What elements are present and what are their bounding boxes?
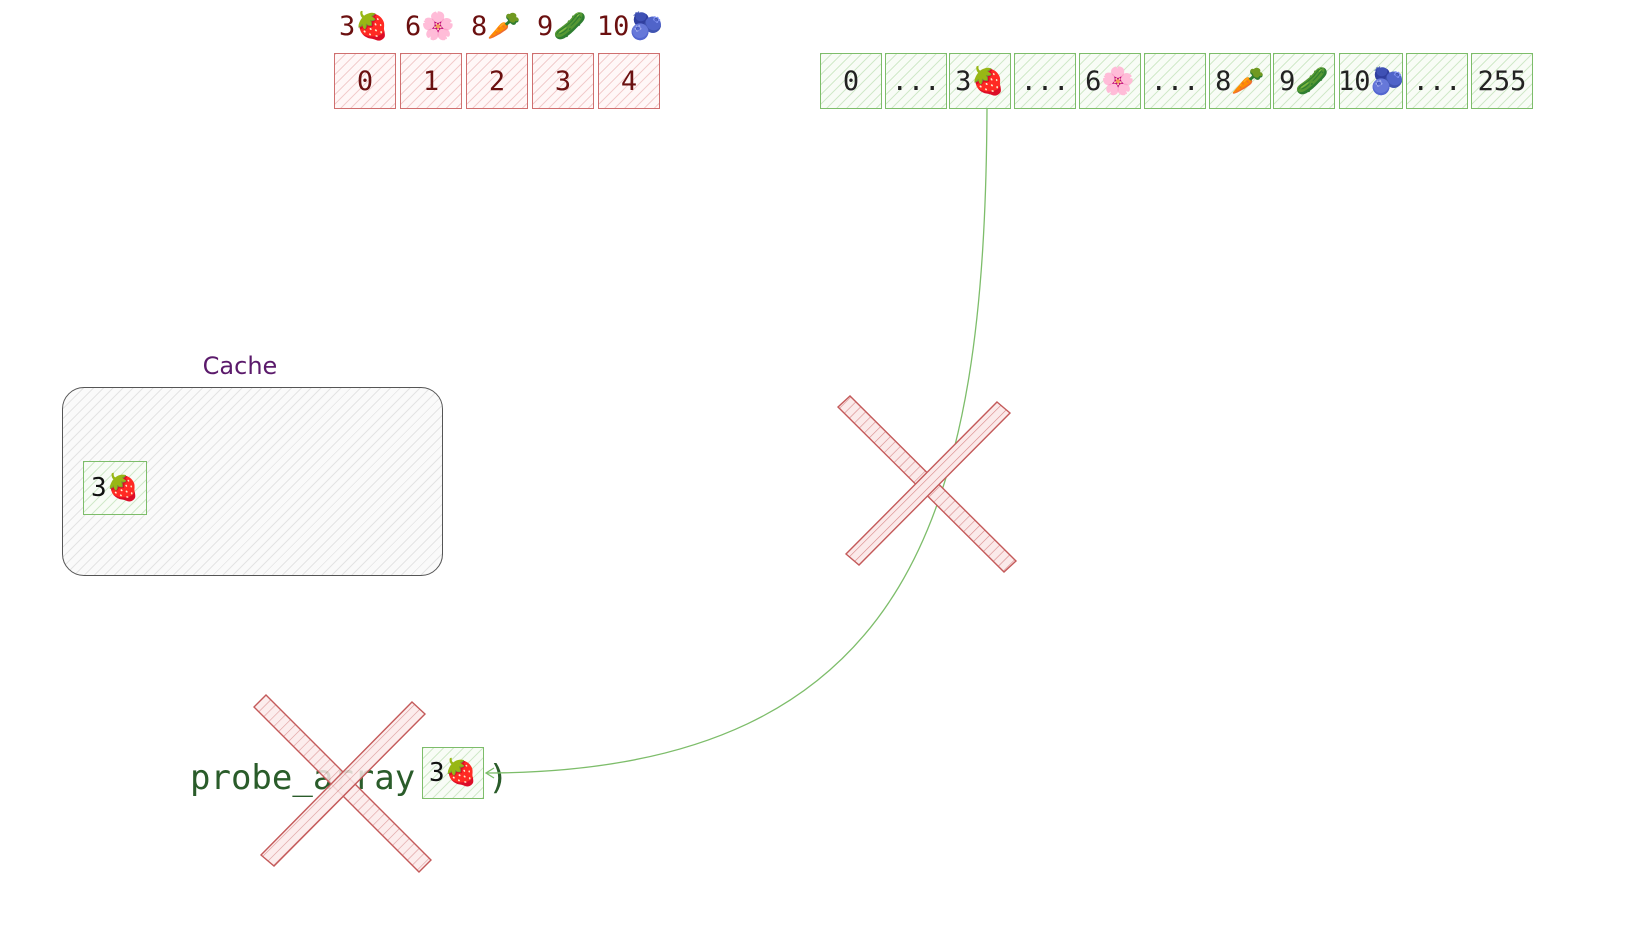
probe-array-cell-8: 10🫐 [1339, 53, 1403, 109]
probe-array-cell-7: 9🥒 [1273, 53, 1335, 109]
secret-label-4: 10🫐 [596, 11, 664, 42]
cucumber-icon: 🥒 [553, 11, 587, 42]
cache-title: Cache [202, 352, 278, 380]
secret-label-1: 6🌸 [405, 11, 455, 42]
dependency-arrow [486, 107, 988, 774]
secret-array-cell-3: 3 [532, 53, 594, 109]
strawberry-icon: 🍓 [355, 11, 389, 42]
carrot-icon: 🥕 [487, 11, 521, 42]
probe-array-cell-5: ... [1144, 53, 1206, 109]
probe-call-prefix: probe_array( [190, 758, 436, 798]
secret-label-0: 3🍓 [339, 11, 389, 42]
probe-array-cell-0: 0 [820, 53, 882, 109]
probe-array-cell-6: 8🥕 [1209, 53, 1271, 109]
secret-array-cell-1: 1 [400, 53, 462, 109]
probe-array-cell-4: 6🌸 [1079, 53, 1141, 109]
probe-array-cell-2: 3🍓 [949, 53, 1011, 109]
probe-call-suffix: ) [488, 758, 509, 798]
secret-label-2: 8🥕 [471, 11, 521, 42]
blueberries-icon: 🫐 [629, 11, 664, 42]
probe-call-argument: 3🍓 [422, 747, 484, 799]
probe-array-cell-9: ... [1406, 53, 1468, 109]
secret-array-cell-2: 2 [466, 53, 528, 109]
cherry-blossom-icon: 🌸 [421, 11, 455, 42]
secret-label-3: 9🥒 [537, 11, 587, 42]
secret-array-cell-0: 0 [334, 53, 396, 109]
probe-array-cell-10: 255 [1471, 53, 1533, 109]
cache-entry: 3🍓 [83, 461, 147, 515]
cache-box: 3🍓 [62, 387, 443, 576]
secret-array-cell-4: 4 [598, 53, 660, 109]
probe-array-cell-1: ... [885, 53, 947, 109]
probe-array-cell-3: ... [1014, 53, 1076, 109]
cross-out-icon-arrow [836, 395, 1018, 573]
